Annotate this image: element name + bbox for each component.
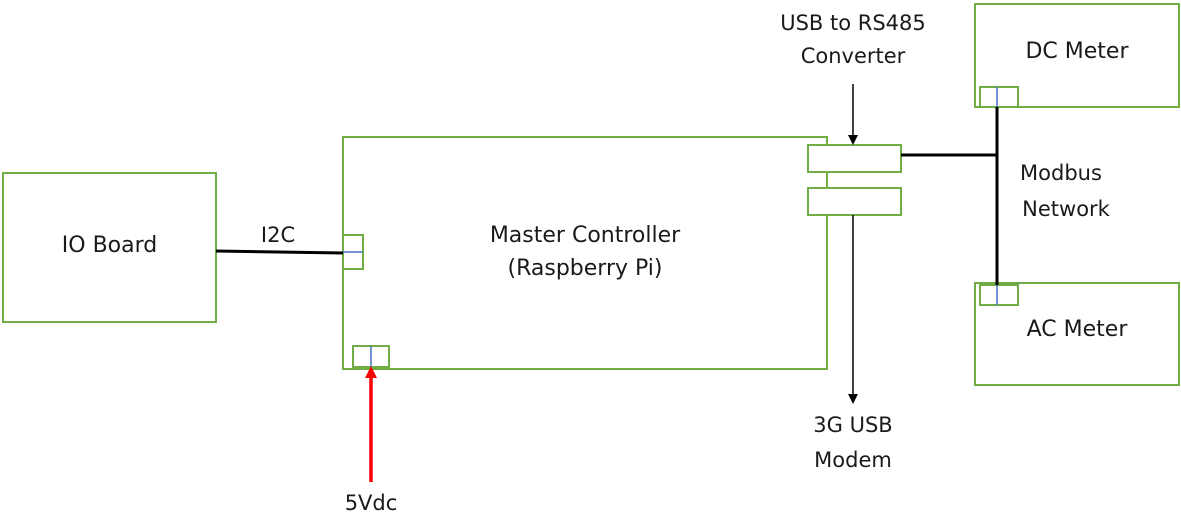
usb-rs485-label-line2: Converter bbox=[800, 44, 906, 68]
i2c-wire bbox=[215, 249, 344, 255]
modem-label-line1: 3G USB bbox=[813, 413, 893, 437]
modem-label-line2: Modem bbox=[814, 448, 892, 472]
power-label: 5Vdc bbox=[344, 491, 398, 515]
dc-meter-label: DC Meter bbox=[1025, 39, 1129, 64]
master-controller-title: Master Controller bbox=[489, 223, 681, 248]
usb-rs485-port bbox=[807, 144, 902, 173]
i2c-label: I2C bbox=[260, 223, 296, 247]
usb-rs485-label-line1: USB to RS485 bbox=[780, 11, 926, 35]
dc-meter-port bbox=[979, 86, 1019, 108]
master-controller-box bbox=[342, 136, 828, 370]
ac-meter-label: AC Meter bbox=[1026, 317, 1128, 342]
modbus-label-line1: Modbus bbox=[1020, 161, 1102, 185]
ac-meter-port bbox=[979, 284, 1019, 306]
io-board-box bbox=[2, 172, 217, 323]
dc-meter-box bbox=[974, 3, 1180, 108]
modem-usb-port bbox=[807, 187, 902, 216]
modbus-label-line2: Network bbox=[1022, 197, 1110, 221]
io-board-label: IO Board bbox=[61, 233, 158, 258]
ac-meter-box bbox=[974, 282, 1180, 386]
master-controller-subtitle: (Raspberry Pi) bbox=[507, 256, 663, 281]
